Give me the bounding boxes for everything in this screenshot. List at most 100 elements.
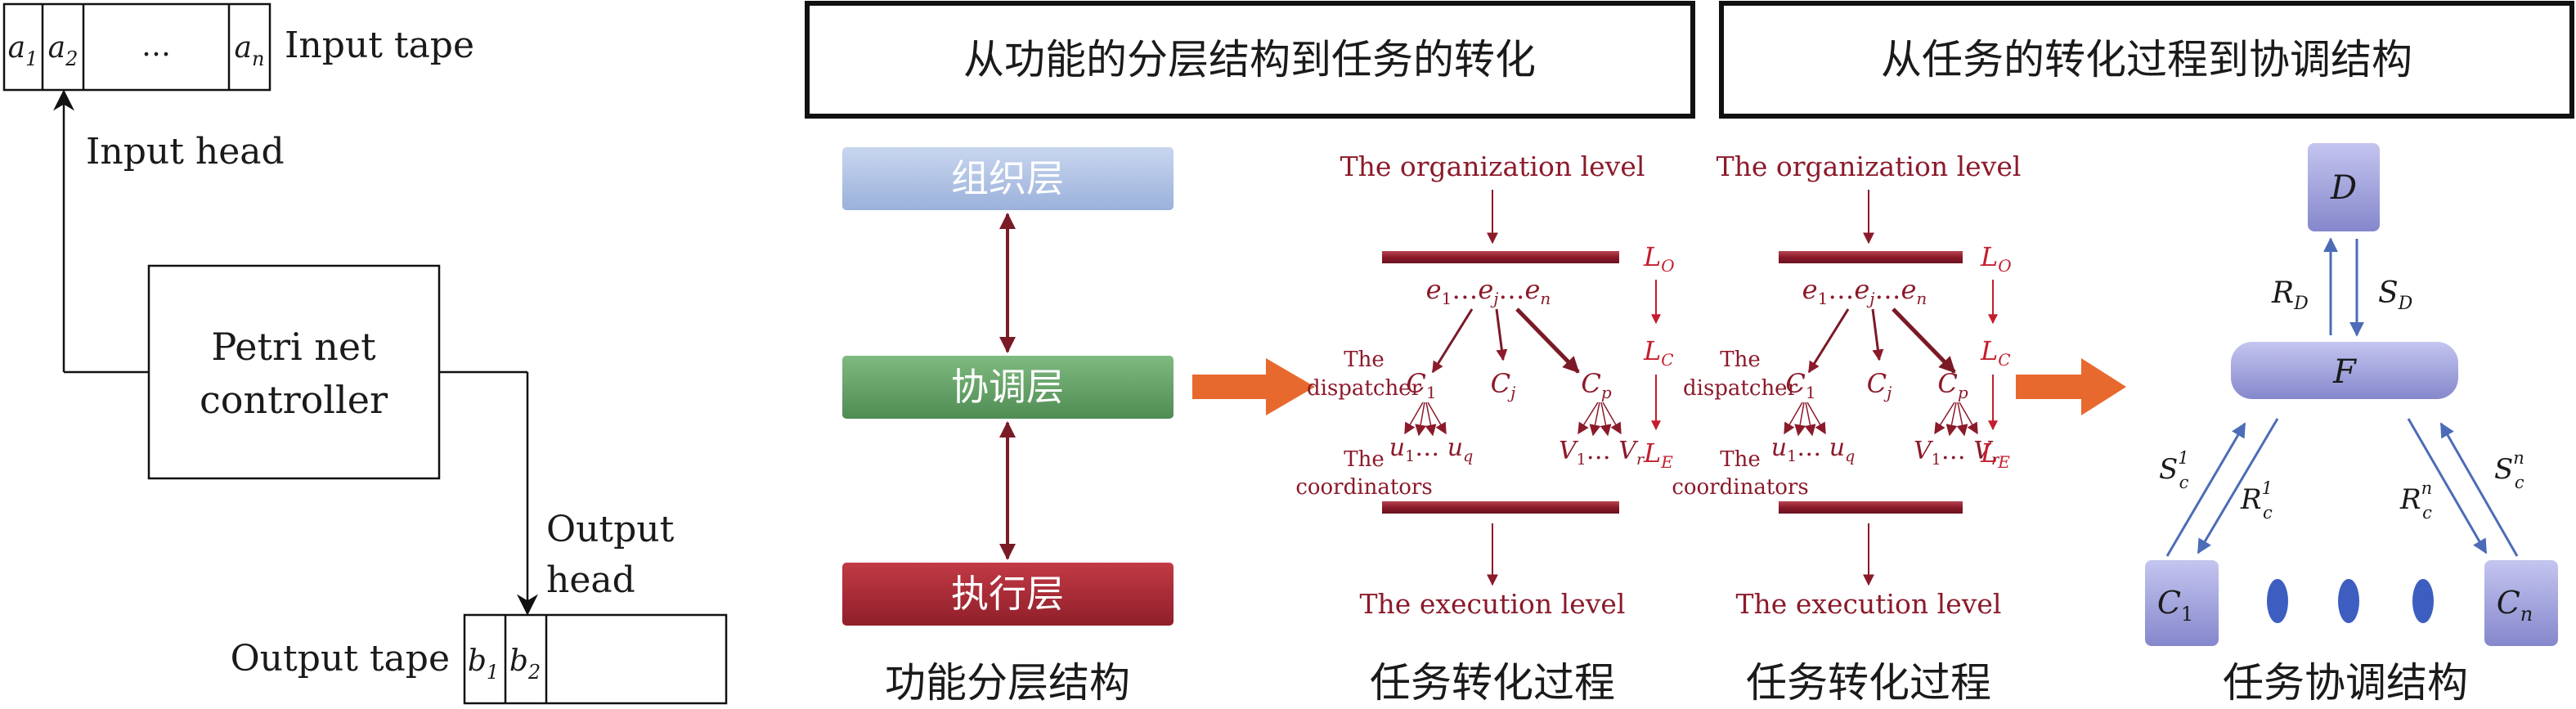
turing-machine: a1 a2 … an Input tape Input head Petri n… bbox=[2, 2, 728, 705]
branch-cp bbox=[1892, 307, 1956, 374]
v-labels: V1… Vr bbox=[1559, 437, 1645, 469]
bottom-bar bbox=[1382, 501, 1619, 514]
coordinators-label-line2: coordinators bbox=[1295, 475, 1432, 500]
branch-cj bbox=[1871, 308, 1884, 361]
rd-label: RD bbox=[2271, 276, 2309, 314]
arrow-cn-to-f bbox=[2439, 422, 2519, 557]
input-tape-cell-a1: a1 bbox=[8, 31, 38, 70]
input-tape-cell-dots: … bbox=[141, 29, 171, 63]
branch-cp bbox=[1515, 307, 1580, 374]
layer-organization-label: 组织层 bbox=[951, 156, 1064, 200]
input-tape-cell-an: an bbox=[235, 31, 265, 70]
events-label: e1…ej…en bbox=[1426, 274, 1551, 308]
c1-fan bbox=[1404, 402, 1447, 437]
branch-c1 bbox=[1431, 308, 1474, 374]
node-c1 bbox=[2145, 560, 2219, 646]
u-labels: u1… uq bbox=[1389, 433, 1473, 465]
cp-fan bbox=[1577, 402, 1622, 437]
petri-net-controller: Petri net controller bbox=[147, 264, 441, 480]
header-left-text: 从功能的分层结构到任务的转化 bbox=[963, 36, 1536, 83]
level-le: LE bbox=[1980, 438, 2010, 472]
level-lo: LO bbox=[1643, 241, 1675, 276]
input-tape-cell-a2: a2 bbox=[48, 31, 79, 70]
task-transformation-1: The organization level e1…ej…en The disp… bbox=[1295, 150, 1674, 707]
orange-arrow-1 bbox=[1192, 358, 1315, 415]
orange-arrow-2 bbox=[2016, 358, 2126, 415]
output-tape-cell-b2: b2 bbox=[509, 644, 541, 684]
node-f-label: F bbox=[2332, 353, 2357, 391]
level-le: LE bbox=[1643, 438, 1673, 472]
dispatcher-label-line1: The bbox=[1344, 348, 1384, 372]
arrow-f-to-cn bbox=[2407, 418, 2488, 554]
layer-execution bbox=[842, 563, 1174, 626]
c1-fan bbox=[1784, 402, 1826, 437]
node-f bbox=[2231, 342, 2458, 399]
controller-label-line1: Petri net bbox=[211, 325, 376, 369]
output-head-label-line2: head bbox=[546, 559, 635, 601]
transformation-caption: 任务转化过程 bbox=[1746, 659, 1991, 707]
v-labels: V1… Vr bbox=[1914, 437, 2000, 469]
dispatcher-label-line2: dispatcher bbox=[1307, 376, 1422, 401]
level-lc: LC bbox=[1980, 335, 2011, 370]
node-d-label: D bbox=[2330, 169, 2357, 207]
transformation-caption: 任务转化过程 bbox=[1370, 659, 1615, 707]
dispatcher-label-line1: The bbox=[1720, 348, 1760, 372]
bottom-bar bbox=[1779, 501, 1963, 514]
coordinators-label-line2: coordinators bbox=[1672, 475, 1808, 500]
branch-c1 bbox=[1807, 308, 1850, 374]
layer-organization bbox=[842, 147, 1174, 210]
level-lc: LC bbox=[1643, 335, 1674, 370]
c1-label: C1 bbox=[1785, 368, 1815, 402]
node-cn bbox=[2484, 560, 2558, 646]
output-tape-cell-b1: b1 bbox=[468, 644, 499, 684]
node-cn-label: Cn bbox=[2497, 585, 2533, 626]
exec-level-label: The execution level bbox=[1360, 588, 1626, 620]
c1-label: C1 bbox=[1406, 368, 1436, 402]
hierarchy-caption: 功能分层结构 bbox=[885, 659, 1130, 707]
header-left: 从功能的分层结构到任务的转化 bbox=[805, 1, 1695, 119]
top-bar bbox=[1779, 251, 1963, 263]
functional-hierarchy: 组织层 协调层 执行层 功能分层结构 bbox=[842, 147, 1174, 707]
cp-label: Cp bbox=[1581, 368, 1611, 402]
coordinators-label-line1: The bbox=[1720, 447, 1760, 472]
coordination-caption: 任务协调结构 bbox=[2223, 659, 2468, 707]
org-level-label: The organization level bbox=[1717, 150, 2022, 182]
exec-level-label: The execution level bbox=[1736, 588, 2002, 620]
layer-coordination bbox=[842, 356, 1174, 419]
u-labels: u1… uq bbox=[1771, 433, 1855, 465]
level-lo: LO bbox=[1980, 241, 2012, 276]
cj-label: Cj bbox=[1867, 368, 1892, 402]
input-tape-label: Input tape bbox=[285, 25, 474, 66]
org-level-label: The organization level bbox=[1340, 150, 1645, 182]
ellipsis-dot-2 bbox=[2338, 579, 2359, 623]
layer-coordination-label: 协调层 bbox=[951, 365, 1064, 409]
ellipsis-dot-3 bbox=[2412, 579, 2434, 623]
node-d bbox=[2308, 143, 2380, 231]
controller-label-line2: controller bbox=[200, 378, 388, 422]
cj-label: Cj bbox=[1491, 368, 1516, 402]
output-tape-label: Output tape bbox=[231, 638, 450, 680]
output-tape: b1 b2 Output tape bbox=[231, 613, 728, 705]
arrow-f-to-c1 bbox=[2197, 418, 2279, 554]
output-head-label-line1: Output bbox=[546, 509, 675, 550]
header-right-text: 从任务的转化过程到协调结构 bbox=[1881, 36, 2412, 83]
cp-fan bbox=[1934, 402, 1978, 437]
branch-cj bbox=[1495, 308, 1508, 361]
sd-label: SD bbox=[2378, 276, 2413, 314]
input-head-label: Input head bbox=[86, 131, 285, 173]
top-bar bbox=[1382, 251, 1619, 263]
dispatcher-label-line2: dispatcher bbox=[1683, 376, 1798, 401]
input-tape: a1 a2 … an Input tape bbox=[2, 2, 474, 92]
task-transformation-2: The organization level e1…ej…en The disp… bbox=[1672, 150, 2021, 707]
header-right: 从任务的转化过程到协调结构 bbox=[1719, 1, 2574, 119]
cp-label: Cp bbox=[1937, 368, 1968, 402]
ellipsis-dot-1 bbox=[2267, 579, 2288, 623]
events-label: e1…ej…en bbox=[1802, 274, 1928, 308]
arrow-c1-to-f bbox=[2165, 422, 2246, 557]
